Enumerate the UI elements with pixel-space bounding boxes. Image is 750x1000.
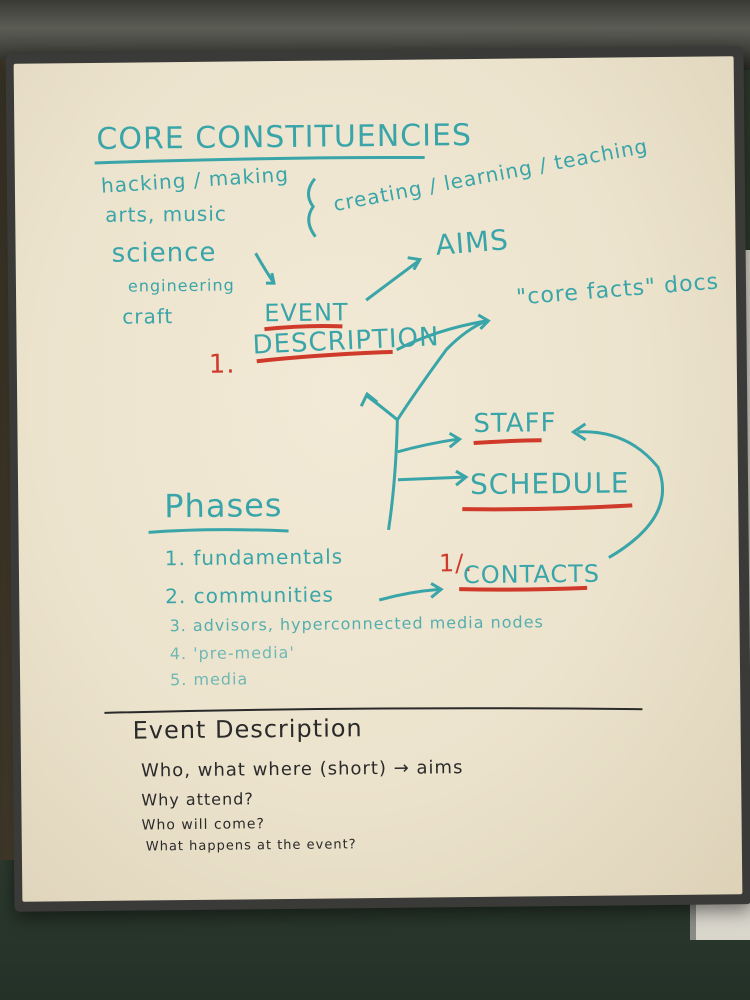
heading-underline — [94, 155, 425, 165]
phases-underline — [148, 528, 289, 534]
description-underline — [256, 349, 393, 364]
arrow-constituencies-to-event — [254, 252, 276, 284]
branch-lines — [387, 319, 487, 531]
phase-item: 5. media — [169, 669, 249, 690]
staff-underline — [473, 438, 542, 446]
marker-strokes — [94, 155, 665, 714]
arrow-to-core-facts — [395, 319, 487, 352]
staff-text: STAFF — [473, 408, 557, 440]
step-1-number: 1. — [208, 349, 236, 380]
event-text: EVENT — [264, 298, 349, 328]
aims-text: AIMS — [434, 223, 511, 262]
loop-contacts-to-staff — [577, 430, 665, 559]
phase-item: 1. fundamentals — [164, 544, 344, 571]
phase-item: 3. advisors, hyperconnected media nodes — [169, 612, 544, 636]
schedule-underline — [462, 503, 633, 512]
arrow-to-aims — [365, 260, 419, 302]
constituency-item: arts, music — [105, 201, 227, 227]
event-description-item: Who, what where (short) → aims — [140, 757, 464, 782]
core-constituencies-heading: CORE CONSTITUENCIES — [96, 118, 473, 157]
event-description-item: What happens at the event? — [145, 837, 357, 855]
phase-item: 4. 'pre-media' — [169, 642, 295, 664]
phase-item: 2. communities — [165, 582, 335, 609]
whiteboard-surface: CORE CONSTITUENCIES hacking / making art… — [13, 56, 743, 902]
schedule-text: SCHEDULE — [469, 466, 630, 502]
section-divider-line — [104, 707, 643, 714]
brace-mark — [306, 177, 317, 238]
whiteboard-frame: CORE CONSTITUENCIES hacking / making art… — [5, 46, 750, 912]
contacts-text: CONTACTS — [462, 559, 601, 590]
arrow-to-staff — [397, 437, 458, 454]
event-underline — [264, 323, 343, 332]
constituency-item: science — [111, 237, 217, 269]
phases-heading: Phases — [164, 486, 283, 526]
event-description-item: Who will come? — [141, 816, 265, 834]
event-description-item: Why attend? — [141, 789, 254, 810]
contacts-underline — [459, 585, 588, 592]
constituency-item: craft — [122, 304, 174, 329]
event-description-heading: Event Description — [132, 714, 363, 745]
arrow-to-schedule — [397, 475, 465, 482]
constituency-item: engineering — [127, 275, 235, 296]
arrow-communities-to-contacts — [378, 587, 440, 602]
